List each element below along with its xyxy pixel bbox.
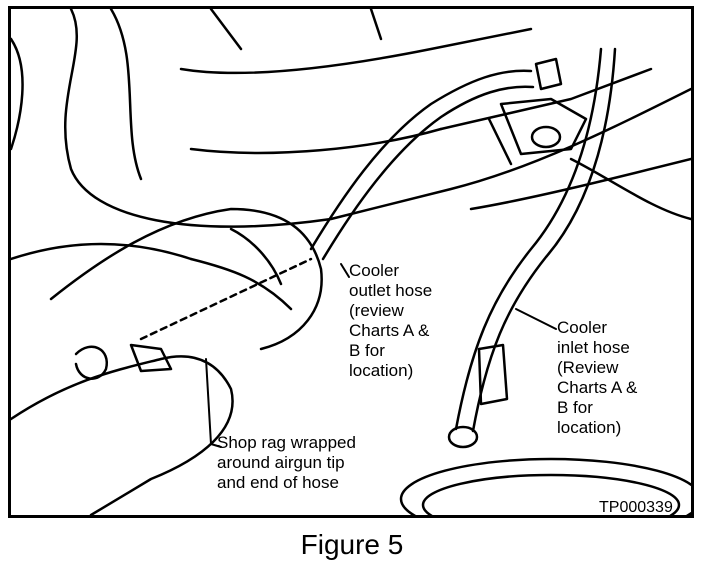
- vehicle-underbody: [11, 9, 691, 261]
- leader-lines: [205, 263, 557, 448]
- figure-code: TP000339: [599, 499, 673, 516]
- figure-frame: Cooler outlet hose (review Charts A & B …: [8, 6, 694, 518]
- figure-caption: Figure 5: [300, 529, 404, 560]
- hose-bracket: [487, 57, 588, 166]
- hands-with-airgun: [11, 207, 323, 515]
- cooler-outlet-hose: [309, 69, 535, 261]
- drain-pan: [399, 457, 691, 515]
- outlet-hose-label: Cooler outlet hose (review Charts A & B …: [349, 261, 433, 380]
- illustration: [11, 9, 691, 515]
- inlet-hose-label: Cooler inlet hose (Review Charts A & B f…: [557, 318, 638, 437]
- shop-rag-label: Shop rag wrapped around airgun tip and e…: [217, 433, 356, 492]
- cooler-inlet-hose: [447, 47, 617, 449]
